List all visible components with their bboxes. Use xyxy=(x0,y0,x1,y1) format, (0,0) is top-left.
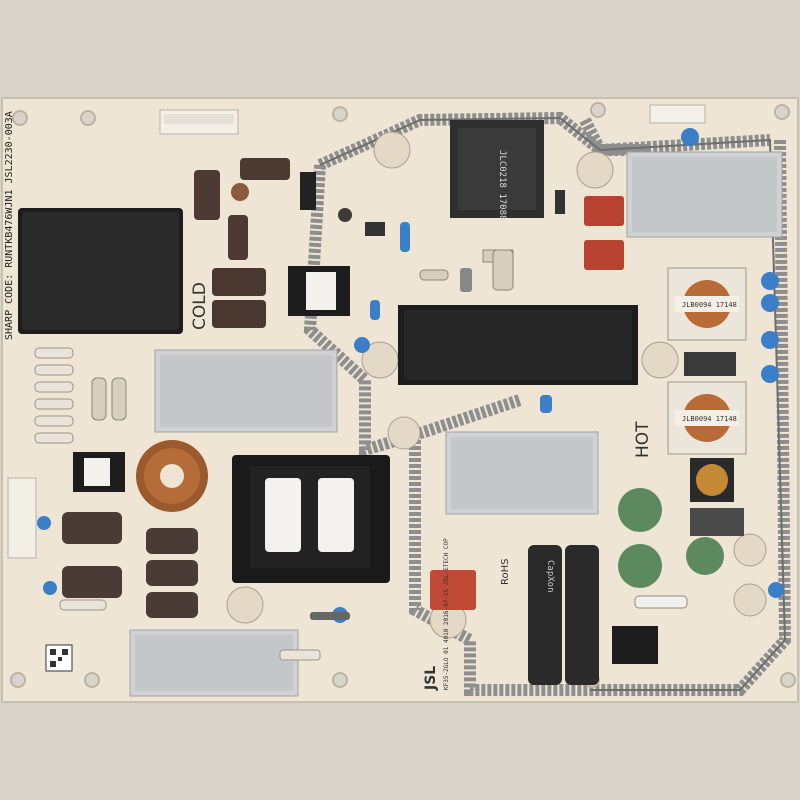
heatsink-top-right xyxy=(626,151,783,238)
heatsink-left xyxy=(154,349,338,433)
misc-components xyxy=(279,190,565,661)
transformer-label: JLC0218 17088 xyxy=(497,150,507,220)
varistors xyxy=(618,488,724,588)
top-left-capacitors xyxy=(194,158,352,328)
hot-label: HOT xyxy=(633,421,653,458)
common-mode-chokes: JLB0094 17148 JLB0094 17148 xyxy=(667,267,747,455)
bottom-left-capacitors xyxy=(59,512,198,618)
qr-code xyxy=(45,644,73,672)
date-label: KF35-2GLO 01 4010 2016-07-25 JSL-ETECH C… xyxy=(443,538,450,690)
heatsink-bottom-left xyxy=(129,629,299,697)
red-film-capacitors xyxy=(430,196,624,610)
resistor-column xyxy=(34,347,127,444)
rohs-label: RoHS xyxy=(500,559,511,585)
cold-label: COLD xyxy=(190,282,210,330)
choke-label-2: JLB0094 17148 xyxy=(682,415,737,423)
small-transformer-left xyxy=(73,452,125,492)
left-connector xyxy=(7,477,37,559)
heatsink-black-middle xyxy=(398,305,638,385)
main-transformer-center xyxy=(232,455,390,583)
top-connector xyxy=(159,104,706,135)
code-label: SHARP CODE: RUNTKB476WJN1 JSL2230-003A xyxy=(4,111,15,340)
main-transformer-top: JLC0218 17088 xyxy=(450,120,544,220)
small-transformer xyxy=(288,266,350,316)
choke-label-1: JLB0094 17148 xyxy=(682,301,737,309)
maker-label: JSL xyxy=(423,666,439,691)
toroid-inductor xyxy=(136,440,208,512)
ac-connector xyxy=(612,583,767,664)
bridge-rectifier xyxy=(18,208,183,334)
capxon-label: CapXon xyxy=(545,560,555,593)
mounting-holes xyxy=(10,102,796,688)
small-choke xyxy=(690,458,744,536)
bulk-capacitors: CapXon xyxy=(528,545,599,685)
fuse xyxy=(634,595,688,609)
heatsink-middle-right xyxy=(445,431,599,515)
